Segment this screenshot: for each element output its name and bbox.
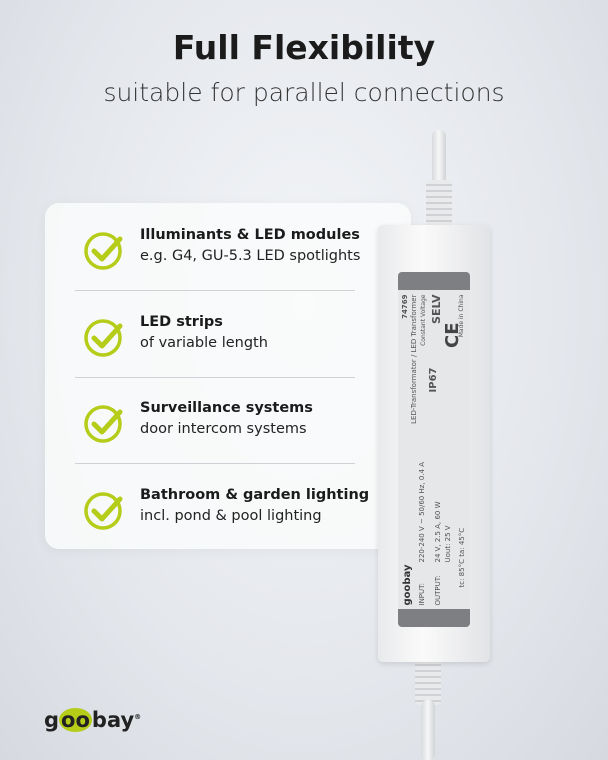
feature-item: Bathroom & garden lighting incl. pond & …: [83, 485, 383, 545]
feature-desc: of variable length: [140, 335, 268, 351]
page-subtitle: suitable for parallel connections: [103, 78, 505, 107]
label-uout: Uout: 25 V: [444, 524, 452, 562]
output-cable: [421, 700, 435, 760]
label-output-label: OUTPUT:: [434, 574, 442, 605]
feature-title: Bathroom & garden lighting: [140, 487, 370, 503]
feature-title: Surveillance systems: [140, 400, 313, 416]
feature-desc: e.g. G4, GU-5.3 LED spotlights: [140, 248, 361, 264]
label-input-label: INPUT:: [418, 582, 426, 605]
divider: [75, 463, 355, 464]
device-label: goobay INPUT: 220-240 V ~ 50/60 Hz, 0.4 …: [398, 272, 470, 627]
label-brand: goobay: [402, 563, 413, 605]
label-model: 74769: [401, 294, 409, 319]
features-card: Illuminants & LED modules e.g. G4, GU-5.…: [45, 203, 411, 549]
feature-desc: incl. pond & pool lighting: [140, 508, 322, 524]
feature-item: Surveillance systems door intercom syste…: [83, 398, 383, 458]
cable-strain-relief: [415, 660, 441, 705]
label-content: goobay INPUT: 220-240 V ~ 50/60 Hz, 0.4 …: [398, 272, 470, 627]
check-icon: [84, 492, 123, 530]
label-mode: Constant Voltage: [420, 294, 427, 346]
label-ip: IP67: [428, 367, 439, 392]
feature-title: LED strips: [140, 314, 223, 330]
label-product: LED-Transformator / LED Transformer: [410, 294, 418, 424]
label-input: 220-240 V ~ 50/60 Hz, 0.4 A: [418, 461, 426, 562]
label-output: 24 V, 2.5 A, 60 W: [434, 500, 442, 562]
page-title: Full Flexibility: [172, 28, 436, 67]
label-band: [398, 609, 470, 627]
check-icon: [84, 232, 123, 270]
label-selv: SELV: [430, 294, 443, 324]
feature-desc: door intercom systems: [140, 421, 307, 437]
feature-item: LED strips of variable length: [83, 312, 383, 372]
feature-item: Illuminants & LED modules e.g. G4, GU-5.…: [83, 225, 383, 285]
label-temps: tc: 85°C ta: 45°C: [458, 527, 466, 587]
cable-strain-relief: [426, 180, 452, 230]
label-band: [398, 272, 470, 290]
goobay-logo: goobay®: [44, 708, 142, 732]
check-icon: [84, 405, 123, 443]
check-icon: [84, 319, 123, 357]
input-cable: [432, 130, 446, 190]
divider: [75, 290, 355, 291]
label-made: Made in China: [458, 294, 465, 337]
feature-title: Illuminants & LED modules: [140, 227, 360, 243]
divider: [75, 377, 355, 378]
